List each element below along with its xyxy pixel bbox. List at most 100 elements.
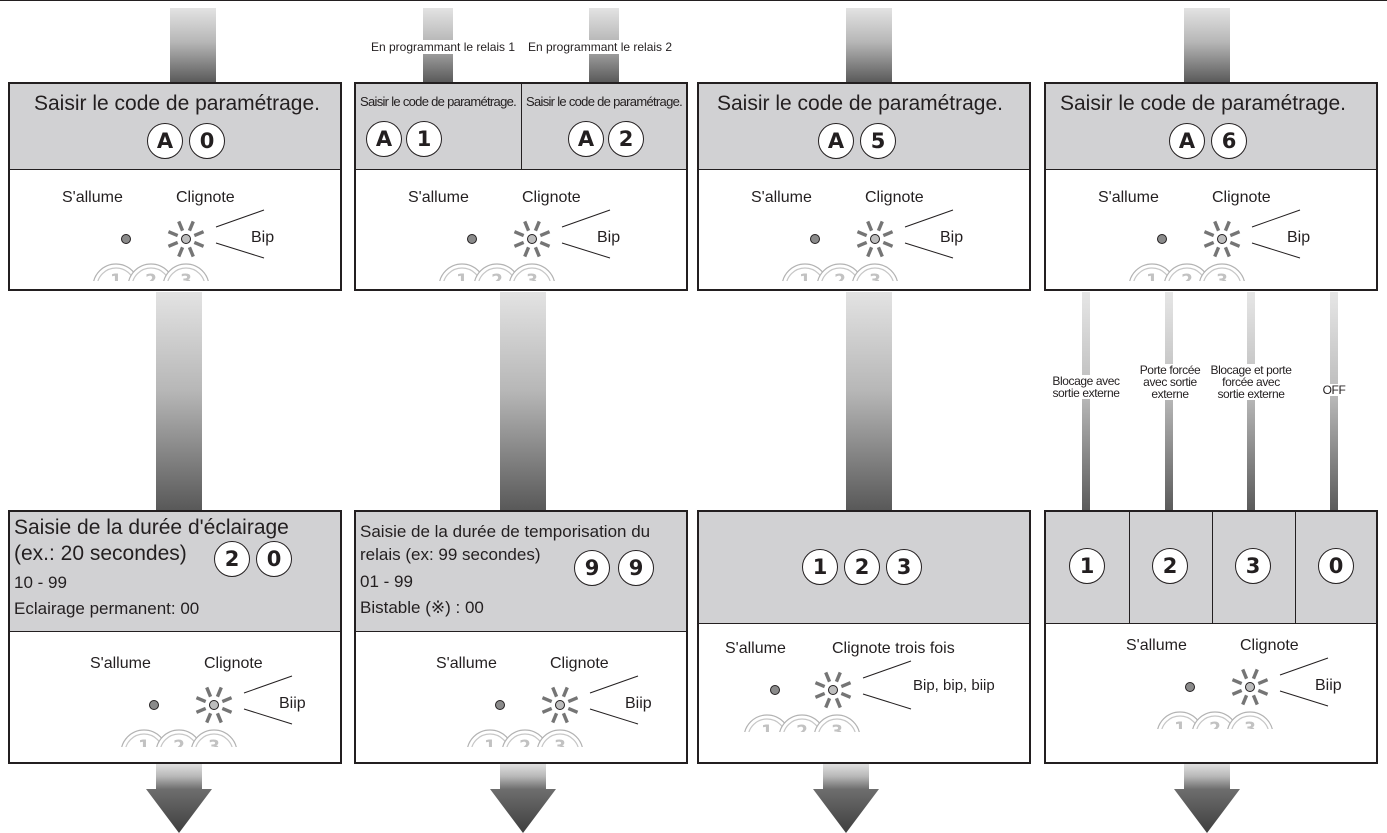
- key-1[interactable]: 1: [802, 549, 838, 585]
- led-lit-icon: [770, 685, 780, 695]
- svg-text:3: 3: [554, 737, 566, 757]
- led-on-label: S'allume: [62, 189, 123, 206]
- flow-bar: [1184, 8, 1230, 83]
- button-1-icon: 1: [744, 714, 790, 742]
- panel-title: Saisir le code de paramétrage.: [1060, 92, 1346, 115]
- led-on-label: S'allume: [408, 189, 469, 206]
- led-on-label: S'allume: [436, 655, 497, 672]
- button-1-icon: 1: [782, 263, 828, 291]
- key-a[interactable]: A: [1169, 123, 1205, 159]
- led-blink-label: Clignote: [865, 189, 924, 206]
- button-2-icon: 2: [779, 714, 825, 742]
- panel-title-right: Saisir le code de paramétrage.: [526, 94, 683, 109]
- button-2-icon: 2: [1164, 263, 1210, 281]
- button-1-icon: 1: [1157, 711, 1203, 729]
- svg-text:3: 3: [869, 271, 881, 291]
- key-3[interactable]: 3: [1235, 548, 1271, 584]
- key-6[interactable]: 6: [1211, 123, 1247, 159]
- relay2-label: En programmant le relais 2: [528, 40, 673, 54]
- key-1[interactable]: 1: [406, 121, 442, 157]
- button-2-icon: 2: [1192, 711, 1238, 729]
- beep-lines: [904, 209, 954, 259]
- key-a[interactable]: A: [147, 123, 183, 159]
- key-a[interactable]: A: [568, 121, 604, 157]
- svg-text:2: 2: [796, 722, 808, 742]
- key-1[interactable]: 1: [1069, 548, 1105, 584]
- svg-text:1: 1: [761, 722, 773, 742]
- led-blink-label: Clignote: [204, 655, 263, 672]
- led-blink-icon: [541, 686, 579, 724]
- led-on-label: S'allume: [751, 189, 812, 206]
- option-bar: [1247, 292, 1255, 511]
- button-1-icon: 1: [121, 729, 167, 747]
- top-rule: [0, 0, 1387, 1]
- key-5[interactable]: 5: [860, 123, 896, 159]
- led-blink-icon: [1231, 668, 1269, 706]
- panel-title: Saisir le code de paramétrage.: [34, 92, 320, 115]
- svg-text:3: 3: [1216, 271, 1228, 291]
- key-2[interactable]: 2: [608, 121, 644, 157]
- panel-title: Saisir le code de paramétrage.: [717, 92, 1003, 115]
- svg-text:1: 1: [799, 271, 811, 291]
- led-blink-icon: [814, 671, 852, 709]
- svg-text:3: 3: [208, 737, 220, 757]
- led-blink-icon: [856, 220, 894, 258]
- button-3-icon: 3: [814, 714, 860, 742]
- key-2[interactable]: 2: [214, 541, 250, 577]
- button-2-icon: 2: [128, 263, 174, 281]
- key-0[interactable]: 0: [1318, 548, 1354, 584]
- arrow-down-icon: [1174, 789, 1240, 833]
- beep-label: Biip: [1315, 677, 1342, 694]
- led-blink-label: Clignote: [1240, 637, 1299, 654]
- svg-text:2: 2: [173, 737, 185, 757]
- flow-bar: [846, 8, 892, 83]
- button-1-icon: 1: [439, 263, 485, 281]
- key-a[interactable]: A: [818, 123, 854, 159]
- flow-bar: [156, 763, 202, 793]
- button-1-icon: 1: [93, 263, 139, 291]
- led-on-label: S'allume: [90, 655, 151, 672]
- relay1-label: En programmant le relais 1: [371, 40, 516, 54]
- svg-text:3: 3: [831, 722, 843, 742]
- svg-text:3: 3: [526, 271, 538, 291]
- led-on-label: S'allume: [1126, 637, 1187, 654]
- key-9[interactable]: 9: [618, 550, 654, 586]
- panel-line1: Saisie de la durée d'éclairage: [14, 516, 289, 539]
- key-2[interactable]: 2: [1152, 548, 1188, 584]
- beep-lines: [215, 209, 265, 259]
- beep-lines: [561, 209, 611, 259]
- key-0[interactable]: 0: [189, 123, 225, 159]
- range-text: 10 - 99: [14, 573, 67, 592]
- svg-text:2: 2: [491, 271, 503, 291]
- svg-text:1: 1: [110, 271, 122, 291]
- key-9[interactable]: 9: [574, 550, 610, 586]
- panel-line2: (ex.: 20 secondes): [14, 542, 187, 565]
- panel-line1: Saisie de la durée de temporisation du: [360, 522, 651, 541]
- key-0[interactable]: 0: [256, 541, 292, 577]
- key-2[interactable]: 2: [844, 549, 880, 585]
- key-3[interactable]: 3: [886, 549, 922, 585]
- panel-lighting-duration: Saisie de la durée d'éclairage (ex.: 20 …: [8, 510, 342, 764]
- option-bar: [1082, 292, 1090, 511]
- button-3-icon: 3: [1227, 711, 1273, 729]
- button-3-icon: 3: [191, 729, 237, 757]
- beep-lines: [1251, 209, 1301, 259]
- button-2-icon: 2: [817, 263, 863, 281]
- flow-bar: [170, 8, 216, 83]
- key-a[interactable]: A: [366, 121, 402, 157]
- led-lit-icon: [495, 700, 505, 710]
